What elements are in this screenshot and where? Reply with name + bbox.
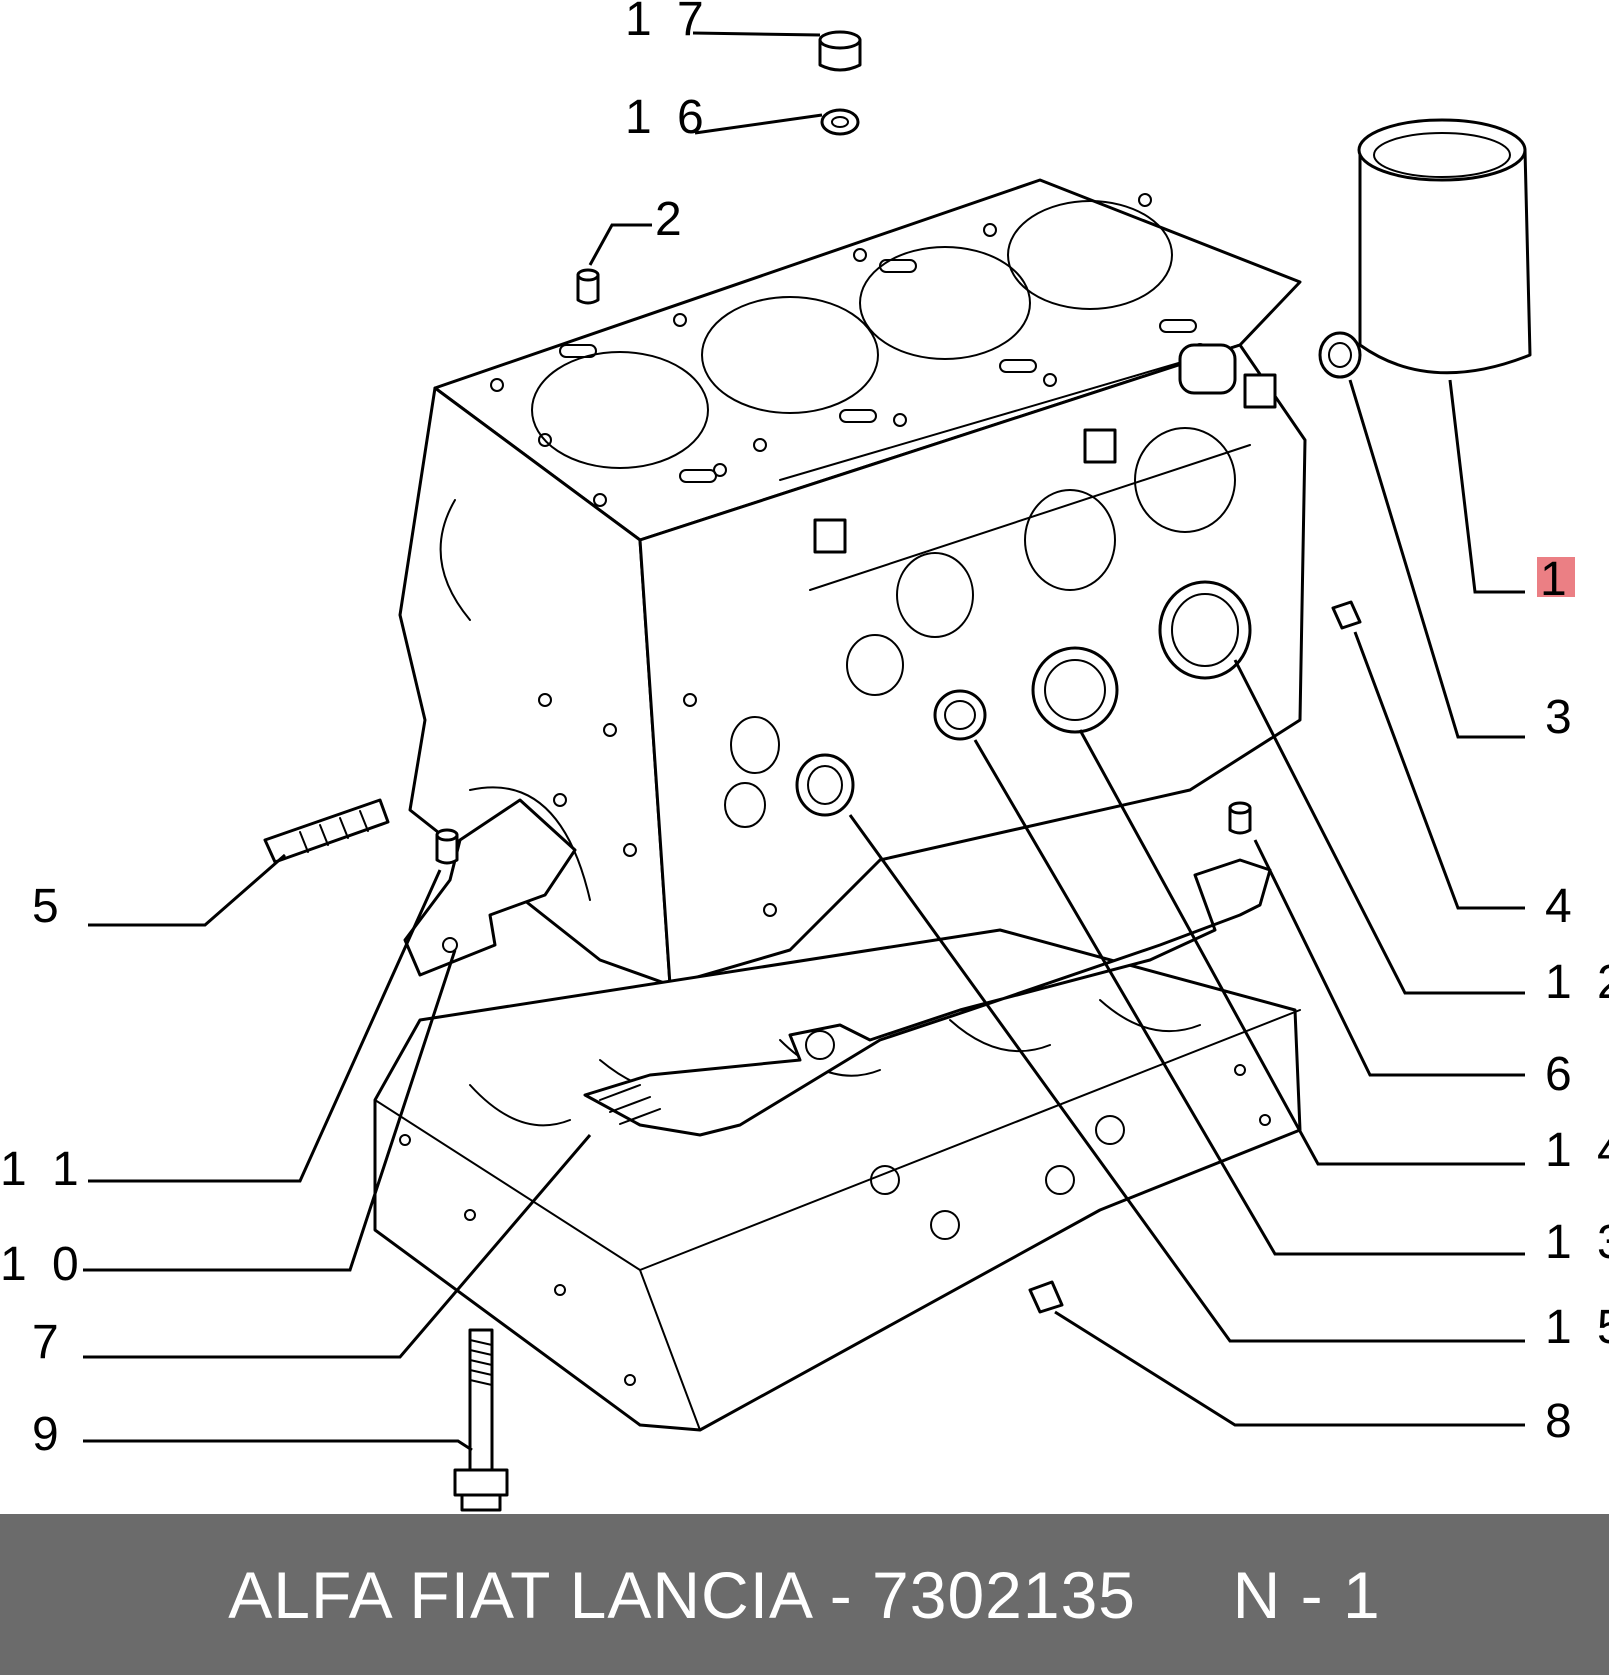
part-13-seal: [933, 689, 987, 741]
part-15-seal: [795, 753, 855, 817]
callout-17: 1 7: [625, 0, 710, 46]
part-14-seal: [1031, 646, 1119, 734]
part-17-plug: [818, 30, 862, 72]
callout-7: 7: [32, 1316, 65, 1369]
footer-banner: ALFA FIAT LANCIA - 7302135 N - 1: [0, 1514, 1609, 1675]
part-12-seal: [1158, 580, 1252, 680]
leader-lines: [83, 31, 1525, 1452]
callout-2: 2: [655, 193, 688, 246]
engine-block: [373, 178, 1307, 1432]
callout-13: 1 3: [1545, 1216, 1609, 1269]
callout-6: 6: [1545, 1048, 1578, 1101]
part-11-dowel: [435, 828, 459, 865]
callout-10: 1 0: [0, 1238, 85, 1291]
part-3-plug: [1318, 331, 1362, 379]
callout-8: 8: [1545, 1395, 1578, 1448]
callout-4: 4: [1545, 880, 1578, 933]
part-1-cylinder-liner: [1357, 118, 1532, 375]
footer-caption: ALFA FIAT LANCIA - 7302135 N - 1: [228, 1557, 1381, 1632]
callout-14: 1 4: [1545, 1124, 1609, 1177]
callout-15: 1 5: [1545, 1301, 1609, 1354]
callout-9: 9: [32, 1408, 65, 1461]
callout-1-highlight: [1537, 557, 1575, 597]
callout-1: 1: [1540, 553, 1573, 606]
part-4-pin: [1331, 600, 1362, 630]
callout-16: 1 6: [625, 91, 710, 144]
callout-11: 1 1: [0, 1143, 85, 1196]
part-8-pin: [1028, 1280, 1064, 1314]
callout-labels: 1 2 3 4 5 6 7 8 9 1 0 1 1 1 2 1 3 1 4 1 …: [0, 0, 1609, 1461]
callout-5: 5: [32, 880, 65, 933]
part-16-washer: [820, 108, 860, 136]
part-5-stud: [263, 798, 390, 864]
callout-12: 1 2: [1545, 956, 1609, 1009]
part-9-bolt: [453, 1328, 509, 1512]
part-6-dowel: [1228, 801, 1252, 835]
engine-block-diagram: 1 2 3 4 5 6 7 8 9 1 0 1 1 1 2 1 3 1 4 1 …: [0, 0, 1609, 1512]
callout-3: 3: [1545, 691, 1578, 744]
part-2-dowel: [576, 268, 600, 305]
